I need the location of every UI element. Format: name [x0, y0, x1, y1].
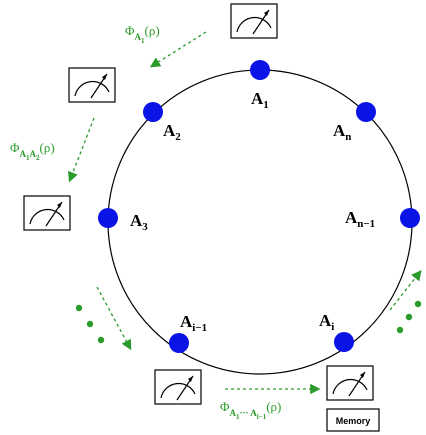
node-label-a3: A3 [130, 211, 148, 233]
measurement-meter-icon [68, 67, 116, 103]
node-label-ai-1: Ai−1 [180, 312, 207, 334]
node-a1 [250, 60, 270, 80]
node-an [356, 102, 376, 122]
measurement-meter-icon [23, 195, 71, 231]
green-dots [75, 304, 105, 344]
measurement-meter-icon [326, 365, 374, 401]
memory-label: Memory [336, 416, 371, 426]
node-an-1 [400, 208, 420, 228]
node-ai [334, 332, 354, 352]
operator-label-a1-ai-1: ΦA1··· Ai−1(ρ) [220, 399, 281, 421]
node-label-an: An [333, 121, 351, 143]
green-dots [396, 300, 422, 334]
flow-arrow [389, 269, 422, 311]
operator-label-a1a2: ΦA1A2(ρ) [10, 140, 55, 162]
measurement-meter-icon [154, 369, 202, 405]
operator-label-a1: ΦA1(ρ) [125, 23, 160, 45]
flow-arrow [67, 117, 95, 183]
flow-arrow [149, 31, 207, 68]
memory-box [326, 408, 380, 432]
node-label-a2: A2 [163, 121, 181, 143]
node-a3 [98, 208, 118, 228]
node-a2 [143, 102, 163, 122]
measurement-meter-icon [230, 3, 278, 39]
node-ai-1 [169, 333, 189, 353]
node-label-an-1: An−1 [345, 208, 375, 230]
node-label-ai: Ai [319, 311, 334, 333]
node-label-a1: A1 [251, 89, 269, 111]
